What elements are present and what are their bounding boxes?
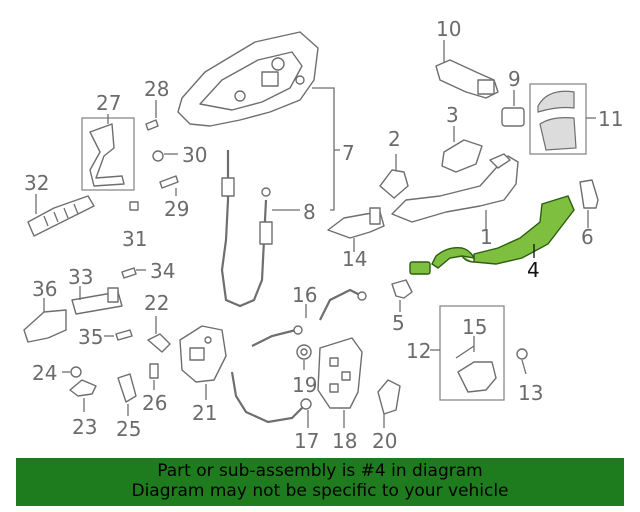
callout-6: 6 [581,225,594,249]
part-16-rod[interactable] [319,288,367,321]
leader-7 [312,87,340,211]
part-18-latch-plate[interactable] [317,337,363,409]
part-29-bolt[interactable] [159,175,179,189]
part-33-check-strap[interactable] [71,287,123,315]
callout-10: 10 [436,17,461,41]
callout-15: 15 [462,315,487,339]
callout-7: 7 [342,141,355,165]
callout-5: 5 [392,311,405,335]
callout-36: 36 [32,277,57,301]
part-34-bolt[interactable] [121,267,137,279]
part-10-lock-cylinder[interactable] [435,59,499,99]
part-2-cap[interactable] [379,169,409,199]
part-27-hinge[interactable] [89,123,125,187]
callout-22: 22 [144,291,169,315]
part-7-handle-carrier[interactable] [177,31,319,127]
callout-35: 35 [78,325,103,349]
part-31-cap[interactable] [129,201,139,211]
callout-28: 28 [144,77,169,101]
callout-32: 32 [24,171,49,195]
part-8-cable-set[interactable] [220,150,273,308]
part-6-bracket[interactable] [579,179,599,209]
callout-9: 9 [508,67,521,91]
part-19-bushing[interactable] [296,344,312,360]
callout-13: 13 [518,381,543,405]
part-28-bolt[interactable] [145,119,159,131]
part-13-screw[interactable] [516,348,528,375]
part-17-release-cable[interactable] [230,325,312,424]
callout-21: 21 [192,401,217,425]
part-14-lever[interactable] [327,207,385,239]
callout-18: 18 [332,429,357,453]
callout-25: 25 [116,417,141,441]
part-3-gasket[interactable] [441,139,483,173]
callout-30: 30 [182,143,207,167]
callout-16: 16 [292,283,317,307]
callout-29: 29 [164,197,189,221]
banner-line-2: Diagram may not be specific to your vehi… [131,481,509,501]
part-35-bolt[interactable] [115,329,133,341]
part-11-box [529,83,587,155]
part-26-screw[interactable] [149,363,159,379]
callout-17: 17 [294,429,319,453]
parts-diagram: 1 2 3 4 5 6 7 8 9 10 11 12 13 14 15 16 1… [23,17,623,453]
callout-8: 8 [303,200,316,224]
part-23-cover[interactable] [69,379,97,397]
callout-14: 14 [342,247,367,271]
part-36-end-cap[interactable] [23,309,67,343]
part-9-clip[interactable] [501,107,525,127]
part-32-spring[interactable] [27,195,95,237]
part-12-box [439,305,505,401]
callout-4: 4 [527,258,540,282]
part-1-outer-handle[interactable] [391,153,519,223]
callout-19: 19 [292,373,317,397]
banner-line-1: Part or sub-assembly is #4 in diagram [157,461,483,481]
part-20-bracket[interactable] [377,379,401,415]
callout-12: 12 [406,339,431,363]
callout-11: 11 [598,107,623,131]
callout-20: 20 [372,429,397,453]
callout-1: 1 [480,225,493,249]
callout-2: 2 [388,127,401,151]
callout-27: 27 [96,91,121,115]
part-4-handle-wiring-harness[interactable] [409,195,575,275]
callout-26: 26 [142,391,167,415]
callout-31: 31 [122,227,147,251]
part-25-striker[interactable] [117,373,137,403]
part-22-actuator[interactable] [147,333,171,353]
part-5-clip[interactable] [391,279,413,299]
callout-3: 3 [446,103,459,127]
callout-24: 24 [32,361,57,385]
info-banner: Part or sub-assembly is #4 in diagram Di… [16,458,624,506]
part-21-door-latch[interactable] [179,325,227,383]
callout-34: 34 [150,259,175,283]
callout-33: 33 [68,265,93,289]
part-30-nut[interactable] [152,150,164,162]
callout-23: 23 [72,415,97,439]
part-24-screw[interactable] [70,366,82,378]
part-15-inner-handle[interactable] [455,345,497,393]
part-11-handle-covers[interactable] [537,90,577,151]
